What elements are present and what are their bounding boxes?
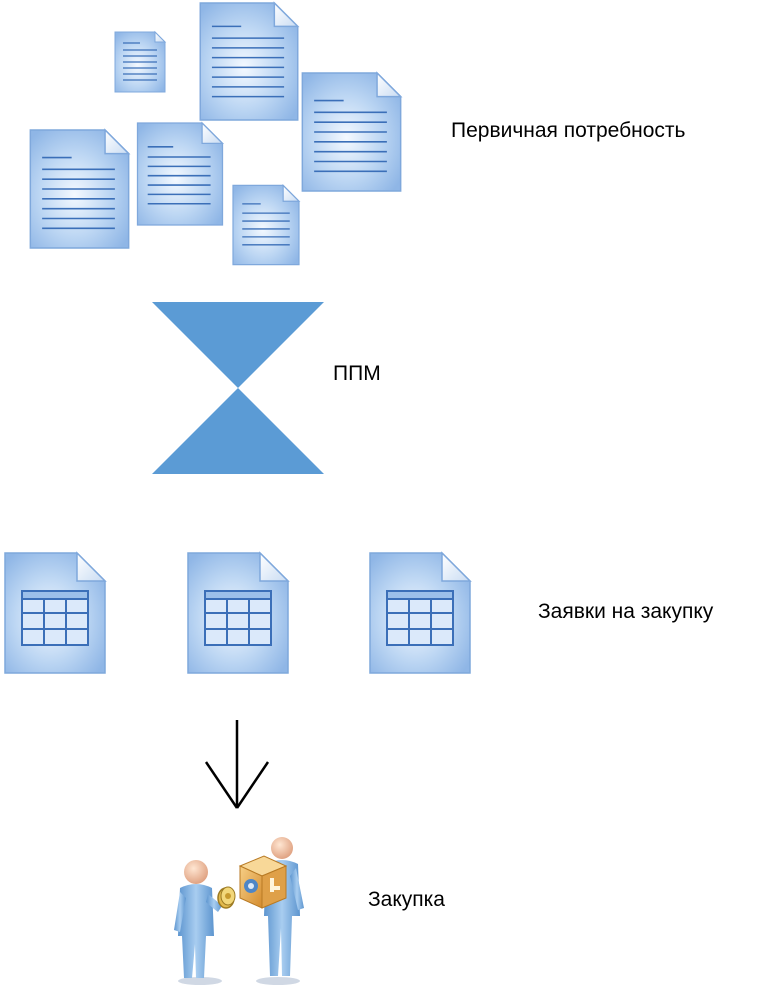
- coin-icon: [217, 886, 236, 909]
- stage-label-primary-demand: Первичная потребность: [451, 119, 686, 142]
- text-document-icon: [114, 30, 167, 93]
- text-document-icon: [29, 128, 131, 249]
- stage-label-purchase-requests: Заявки на закупку: [538, 600, 714, 623]
- text-document-icon: [136, 121, 225, 226]
- buyer-figure: [174, 860, 222, 985]
- text-document-icon: [301, 71, 403, 192]
- table-document-icon: [4, 551, 107, 674]
- table-document-icon: [369, 551, 472, 674]
- stage-label-ppm: ППМ: [333, 362, 381, 385]
- people-exchange-icon: [174, 837, 304, 985]
- hourglass-icon: [152, 302, 324, 474]
- arrow-down-icon: [204, 720, 270, 809]
- stage-label-purchase: Закупка: [368, 888, 445, 911]
- text-document-icon: [199, 1, 300, 121]
- text-document-icon: [232, 183, 301, 266]
- package-box-icon: [238, 855, 288, 909]
- table-document-icon: [187, 551, 290, 674]
